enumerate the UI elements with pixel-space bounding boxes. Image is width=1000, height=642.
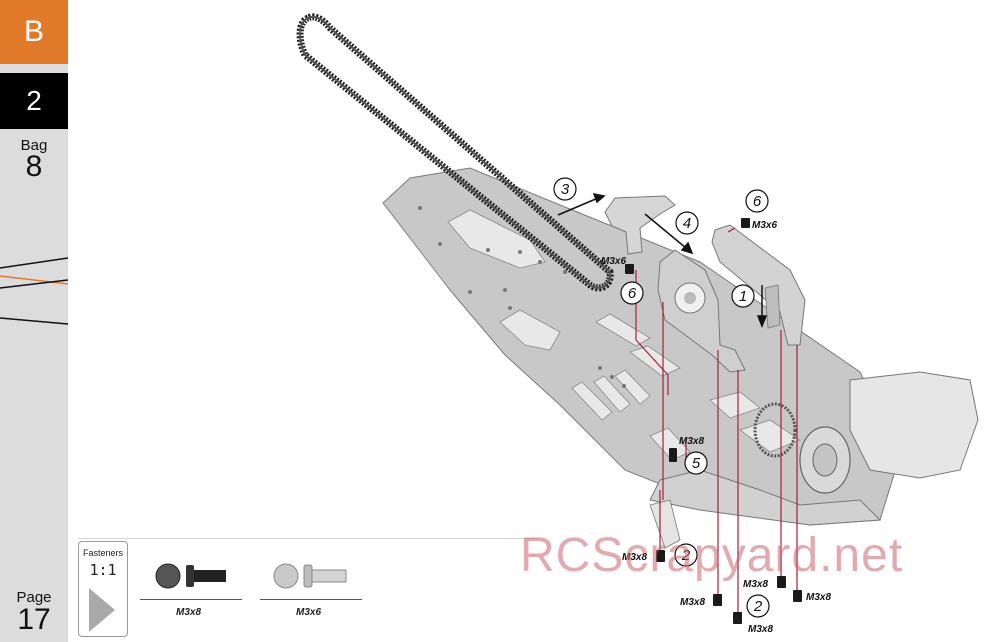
bag-label: Bag bbox=[20, 137, 48, 154]
screw-callout: M3x8 bbox=[748, 624, 773, 635]
screw-callout: M3x8 bbox=[679, 436, 704, 447]
screw-callout: M3x6 bbox=[752, 220, 777, 231]
fastener-icons bbox=[155, 563, 347, 589]
flat-head-screw-icon bbox=[273, 563, 347, 589]
button-head-screw-icon bbox=[155, 563, 226, 589]
screw-callout: M3x8 bbox=[806, 592, 831, 603]
fasteners-scale: 1:1 bbox=[89, 561, 117, 579]
step-number: 2 bbox=[681, 547, 691, 564]
guide-lines bbox=[635, 227, 798, 615]
screw-callout: M3x8 bbox=[622, 552, 647, 563]
page-label: Page bbox=[16, 589, 52, 606]
page-number: 17 bbox=[17, 603, 51, 636]
screws bbox=[625, 218, 802, 624]
assembly-diagram: 3 4 6 6 1 5 2 2 M3x6 M3x6 M3x8 M3x8 M3x8… bbox=[296, 13, 979, 635]
step-number: 4 bbox=[683, 215, 691, 232]
step-number: 2 bbox=[26, 85, 42, 116]
fasteners-panel: Fasteners 1:1 bbox=[78, 541, 128, 637]
step-badge: 2 bbox=[0, 73, 68, 129]
step-number: 5 bbox=[692, 455, 701, 472]
belt-bulkhead bbox=[711, 224, 806, 346]
step-number: 6 bbox=[753, 193, 762, 210]
play-arrow-icon bbox=[89, 588, 115, 632]
divider bbox=[78, 538, 538, 539]
step-number: 6 bbox=[628, 285, 637, 302]
bag-number: 8 bbox=[25, 150, 43, 183]
fastener-label: M3x6 bbox=[296, 607, 322, 618]
watermark: RCScrapyard.net bbox=[520, 529, 904, 582]
front-assembly bbox=[649, 371, 979, 549]
screw-callout: M3x8 bbox=[680, 597, 705, 608]
section-badge: B bbox=[0, 0, 68, 64]
step-number: 2 bbox=[753, 598, 763, 615]
step-number: 3 bbox=[561, 181, 570, 198]
upper-brace bbox=[604, 195, 676, 255]
fastener-label: M3x8 bbox=[176, 607, 202, 618]
divider bbox=[140, 599, 242, 600]
sidebar: B 2 Bag 8 Page 17 bbox=[0, 0, 68, 642]
motor-mount bbox=[657, 249, 746, 373]
step-markers bbox=[553, 177, 770, 618]
screw-callout: M3x6 bbox=[601, 256, 626, 267]
fasteners-title: Fasteners bbox=[82, 548, 124, 558]
section-letter: B bbox=[23, 15, 44, 48]
chassis-holes bbox=[418, 206, 626, 388]
assembly-arrows bbox=[557, 192, 768, 329]
divider bbox=[260, 599, 362, 600]
step-number: 1 bbox=[739, 288, 747, 305]
screw-callout: M3x8 bbox=[743, 579, 768, 590]
sidebar-decoration bbox=[0, 257, 68, 325]
